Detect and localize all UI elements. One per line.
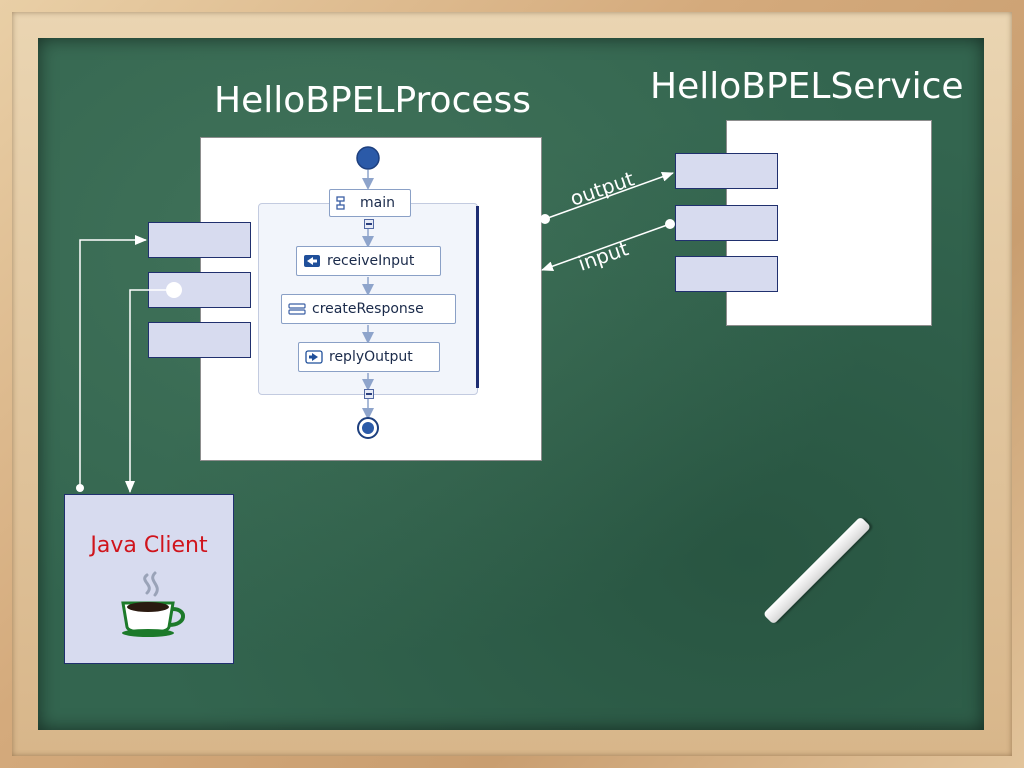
input-start-dot [665, 219, 675, 229]
reply-output-label: replyOutput [329, 349, 413, 365]
client-to-process-arrow [79, 235, 147, 488]
output-start-dot [540, 214, 550, 224]
java-client-box: Java Client [64, 494, 234, 664]
process-to-client-arrow [125, 289, 174, 493]
input-arrow [541, 223, 671, 271]
collapse-main-top[interactable] [364, 219, 374, 229]
reply-output-node[interactable]: replyOutput [298, 342, 440, 372]
java-coffee-cup-icon [121, 571, 185, 637]
scope-icon [336, 196, 345, 210]
main-node[interactable]: main [329, 189, 411, 217]
main-node-label: main [360, 195, 395, 211]
assign-icon [288, 303, 306, 315]
receive-icon [304, 255, 320, 267]
process-port-input [148, 222, 251, 258]
create-response-label: createResponse [312, 301, 424, 317]
reply-icon [305, 350, 323, 364]
java-client-label: Java Client [90, 533, 208, 558]
service-port-output [675, 205, 778, 241]
create-response-node[interactable]: createResponse [281, 294, 456, 324]
end-node-inner-icon [362, 422, 374, 434]
process-title: HelloBPELProcess [214, 80, 532, 121]
process-output-dot [166, 282, 182, 298]
client-to-process-dot [76, 484, 84, 492]
process-port-extra [148, 322, 251, 358]
start-node-icon [356, 146, 380, 170]
receive-input-node[interactable]: receiveInput [296, 246, 441, 276]
output-arrow [544, 172, 674, 220]
service-port-extra [675, 256, 778, 292]
receive-input-label: receiveInput [327, 253, 415, 269]
service-port-input [675, 153, 778, 189]
collapse-main-bottom[interactable] [364, 389, 374, 399]
scope-edge [476, 206, 479, 388]
service-title: HelloBPELService [650, 66, 964, 107]
